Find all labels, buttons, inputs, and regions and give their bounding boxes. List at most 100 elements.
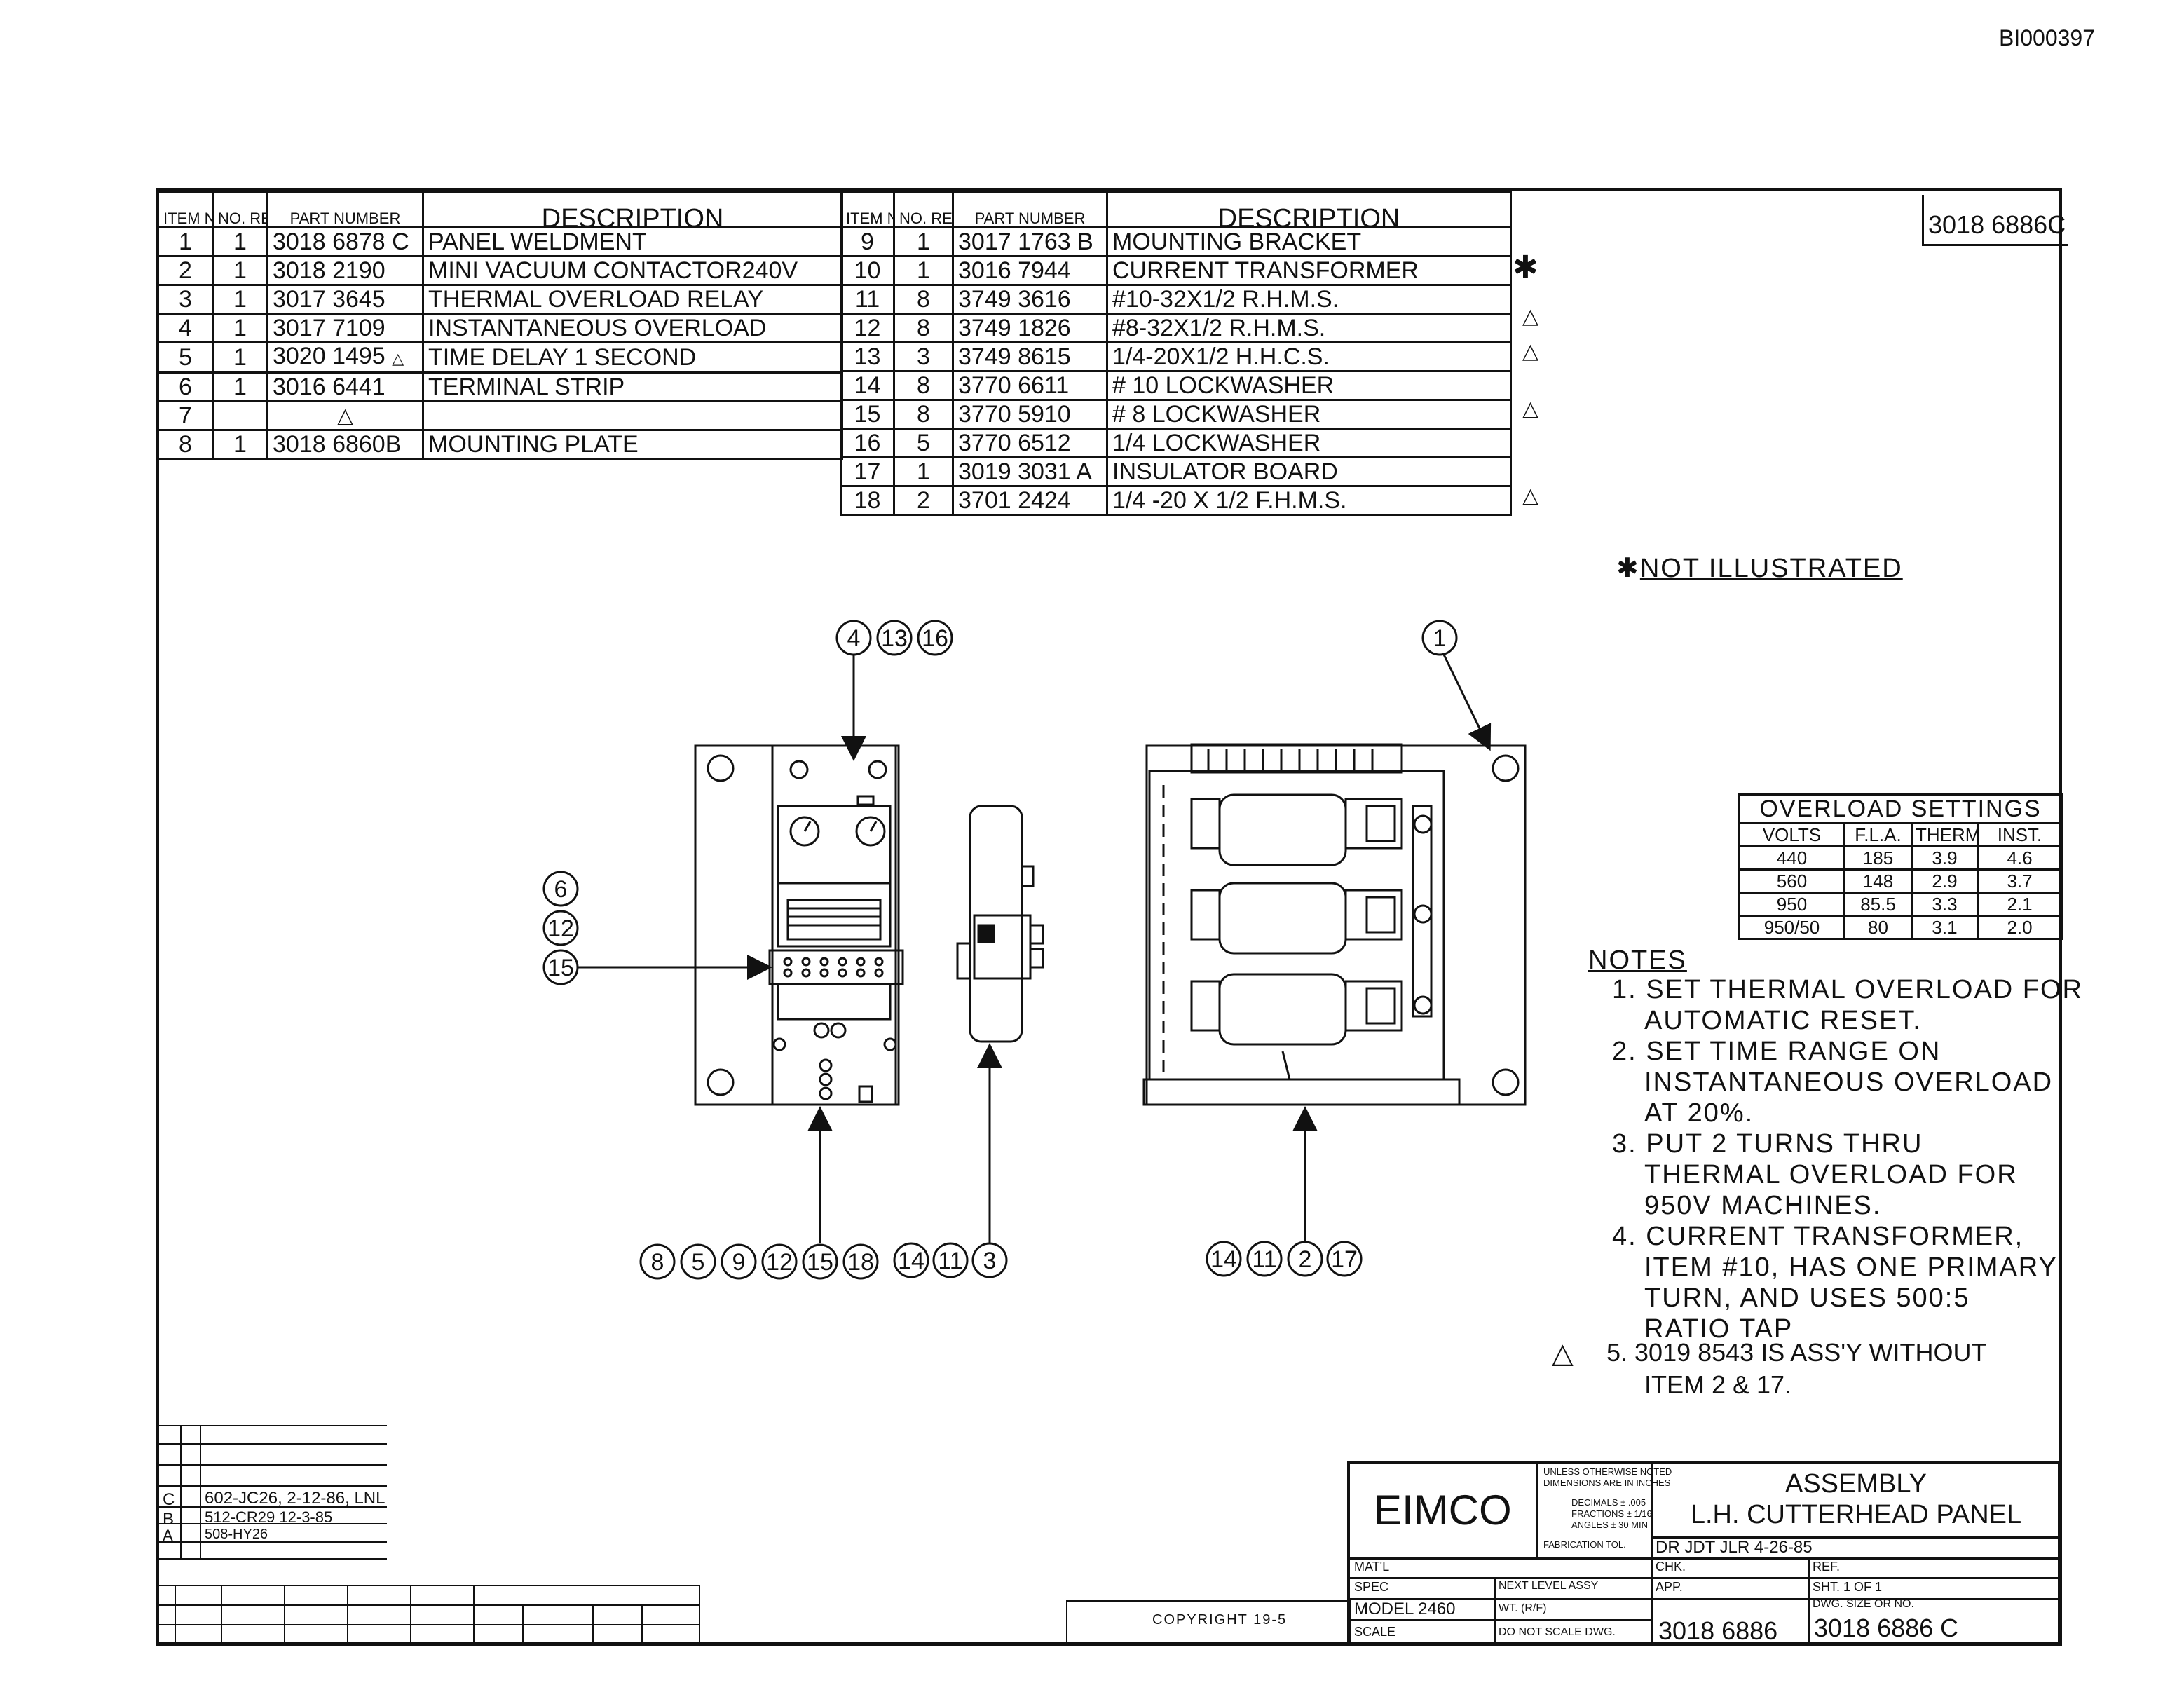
part-number: 3020 1495 — [273, 343, 385, 369]
qty: 5 — [893, 428, 954, 458]
document-id: BI000397 — [1999, 25, 2096, 50]
callout-balloon: 16 — [922, 625, 948, 652]
callout-balloon: 15 — [547, 955, 574, 981]
header-item-no: ITEM NO. — [157, 191, 214, 228]
qty: 1 — [212, 313, 268, 343]
part-number: 3016 6441 — [266, 371, 424, 402]
callout-balloon: 5 — [692, 1249, 705, 1276]
not-illustrated-asterisk-icon: ✱ — [1513, 250, 1538, 285]
tolerance-line: ANGLES ± 30 MIN — [1571, 1520, 1649, 1530]
note-5-delta-icon: △ — [392, 350, 404, 367]
note-line: 5. 3019 8543 IS ASS'Y WITHOUT — [1606, 1338, 1987, 1367]
bom-table-right: ITEM NO. NO. REQ'D PART NUMBER DESCRIPTI… — [840, 191, 1512, 516]
qty: 1 — [212, 284, 268, 315]
part-number: 3749 3616 — [952, 284, 1108, 315]
callout-group-bottom-right: 14 11 2 17 — [1206, 1241, 1363, 1277]
part-number: 3770 6611 — [952, 370, 1108, 401]
qty: 1 — [212, 226, 268, 257]
description: INSULATOR BOARD — [1106, 456, 1512, 487]
header-part-number: PART NUMBER — [266, 191, 424, 228]
item-no: 14 — [840, 370, 895, 401]
overload-title: OVERLOAD SETTINGS — [1738, 793, 2063, 824]
description: MOUNTING BRACKET — [1106, 226, 1512, 257]
not-illustrated-label: NOT ILLUSTRATED — [1639, 554, 1903, 583]
drawing-ref-number: 3018 6886C — [1928, 210, 2066, 239]
note-line: AT 20%. — [1644, 1098, 1754, 1128]
item-no: 1 — [157, 226, 214, 257]
cell: 560 — [1738, 868, 1845, 894]
overload-settings-table: OVERLOAD SETTINGS VOLTS F.L.A. THERM INS… — [1738, 793, 2063, 940]
part-number-cell: 3020 1495 △ — [266, 341, 424, 374]
company-cell: EIMCO — [1350, 1464, 1538, 1560]
note-line: RATIO TAP — [1644, 1314, 1794, 1344]
part-number: 3019 3031 A — [952, 456, 1108, 487]
item-no: 16 — [840, 428, 895, 458]
part-number: 3749 8615 — [952, 341, 1108, 372]
item-no: 7 — [157, 400, 214, 431]
overload-header-row: VOLTS F.L.A. THERM INST. — [1738, 822, 2063, 847]
callout-balloon: 3 — [983, 1248, 997, 1274]
leader-arrow — [1442, 654, 1492, 751]
qty: 3 — [893, 341, 954, 372]
part-number: 3017 3645 — [266, 284, 424, 315]
cell: 3.3 — [1911, 892, 1979, 917]
notes-title: NOTES — [1588, 946, 1687, 975]
callout-balloon: 13 — [881, 625, 908, 652]
item-no: 17 — [840, 456, 895, 487]
drawing-title-2: L.H. CUTTERHEAD PANEL — [1690, 1500, 2022, 1529]
note-line: 4. CURRENT TRANSFORMER, — [1612, 1222, 2024, 1251]
qty: 8 — [893, 399, 954, 430]
callout-group-bottom-mid: 14 11 3 — [893, 1242, 1008, 1278]
note-line: THERMAL OVERLOAD FOR — [1644, 1160, 2018, 1189]
note-5-delta-icon: △ — [1522, 340, 1539, 363]
current-transformer — [956, 805, 1044, 1043]
cell: 4.6 — [1976, 845, 2063, 871]
note-5-delta-icon: △ — [336, 404, 354, 428]
cell: 440 — [1738, 845, 1845, 871]
item-no: 9 — [840, 226, 895, 257]
qty: 1 — [212, 341, 268, 374]
revision-text: 602-JC26, 2-12-86, LNL — [205, 1489, 385, 1508]
callout-balloon: 11 — [1252, 1246, 1276, 1273]
part-number: 3018 6878 C — [266, 226, 424, 257]
description: 1/4-20X1/2 H.H.C.S. — [1106, 341, 1512, 372]
description: # 8 LOCKWASHER — [1106, 399, 1512, 430]
cell: 3.9 — [1911, 845, 1979, 871]
item-no: 6 — [157, 371, 214, 402]
callout-group-bottom-left: 8 5 9 12 15 18 — [639, 1243, 879, 1280]
callout-balloon: 14 — [1210, 1246, 1237, 1273]
drawing-title-1: ASSEMBLY — [1784, 1469, 1927, 1499]
callout-balloon: 12 — [547, 915, 574, 942]
drawing-number: 3018 6886 — [1658, 1616, 1778, 1645]
callout-balloon: 9 — [732, 1249, 746, 1276]
header-description: DESCRIPTION — [422, 191, 843, 228]
callout-balloon: 14 — [898, 1248, 924, 1274]
drawing-title-cell: ASSEMBLY L.H. CUTTERHEAD PANEL — [1651, 1464, 2061, 1539]
revision-letter: B — [163, 1510, 175, 1529]
callout-balloon: 18 — [847, 1249, 874, 1276]
revision-text: 508-HY26 — [205, 1527, 268, 1542]
note-line: AUTOMATIC RESET. — [1644, 1006, 1922, 1035]
drawn-by-cell: DR JDT JLR 4-26-85 — [1651, 1536, 2061, 1560]
cell: 3.7 — [1976, 868, 2063, 894]
cell: 2.9 — [1911, 868, 1979, 894]
part-number: 3749 1826 — [952, 313, 1108, 343]
sheet-label: SHT. 1 OF 1 — [1813, 1580, 1883, 1594]
header-inst: INST. — [1976, 822, 2063, 847]
note-5-delta-icon: △ — [1552, 1338, 1574, 1369]
callout-balloon: 4 — [847, 625, 861, 652]
part-number: 3018 6860B — [266, 429, 424, 460]
callout-balloon: 12 — [766, 1249, 793, 1276]
header-therm: THERM — [1911, 822, 1980, 847]
header-fla: F.L.A. — [1843, 822, 1913, 847]
